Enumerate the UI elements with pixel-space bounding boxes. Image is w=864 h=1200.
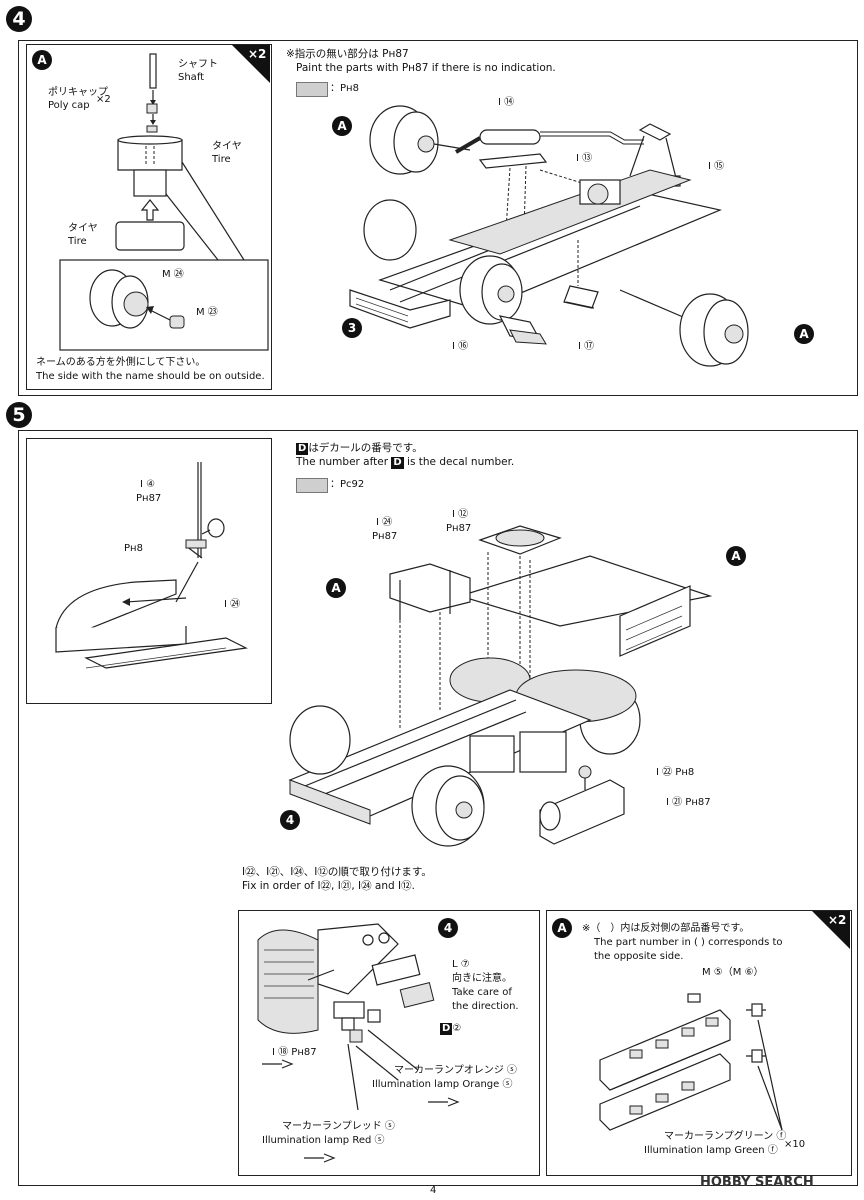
tire-lower-jp: タイヤ	[68, 223, 98, 234]
tire-note-jp: ネームのある方を外側にして下さい。	[36, 357, 206, 368]
decal-letter-box-3: D	[440, 1023, 453, 1035]
ref-a-left-5: A	[326, 578, 346, 598]
label-i24: I ㉔	[376, 517, 393, 528]
detail-i24: I ㉔	[224, 599, 241, 610]
ref-a-right-5: A	[726, 546, 746, 566]
decal-note-en-pre: The number after	[296, 456, 389, 468]
color-swatch-pc92	[296, 478, 328, 493]
decal-note-en-post: is the decal number.	[407, 456, 515, 468]
watermark: HOBBY SEARCH	[700, 1175, 814, 1190]
ref-step-4: 4	[280, 810, 300, 830]
label-i15: I ⑮	[708, 161, 725, 172]
ref-step-3: 3	[342, 318, 362, 338]
green-lamp-jp: マーカーランプグリーン ⓕ	[664, 1131, 787, 1142]
inset-corner-tab	[232, 45, 270, 83]
direction-note-jp: 向きに注意。	[452, 973, 512, 984]
detail-i4: I ④	[140, 479, 156, 490]
label-i22: I ㉒ Pʜ8	[656, 767, 695, 778]
tire-lower-en: Tire	[68, 236, 87, 247]
part-m23-label: M ㉓	[196, 307, 218, 318]
label-i16: I ⑯	[452, 341, 469, 352]
label-m5-m6: M ⑤（M ⑥）	[702, 967, 764, 978]
tire-note-en: The side with the name should be on outs…	[36, 371, 265, 382]
orange-lamp-jp: マーカーランプオレンジ ⓢ	[394, 1065, 517, 1076]
inset-multiplier: ×2	[248, 47, 267, 61]
chassis-rear-illustration	[349, 105, 749, 367]
inset-a-badge: A	[32, 50, 52, 70]
shaft-label-jp: シャフト	[178, 59, 218, 70]
inset-note-en-1: The part number in ( ) corresponds to	[594, 937, 783, 948]
inset-note-en-2: the opposite side.	[594, 951, 684, 962]
green-lamp-en: Illumination lamp Green ⓕ	[644, 1145, 778, 1156]
orange-lamp-en: Illumination lamp Orange ⓢ	[372, 1079, 513, 1090]
polycap-qty: ×2	[96, 94, 111, 105]
inset-corner-tab-5	[812, 911, 850, 949]
decal-note-jp-text: はデカールの番号です。	[308, 442, 423, 454]
label-i18: I ⑱ Pʜ87	[272, 1047, 317, 1058]
detail-paint-8: Pʜ8	[124, 543, 143, 554]
label-i21: I ㉑ Pʜ87	[666, 797, 711, 808]
green-lamp-bar-illustration	[599, 993, 783, 1131]
red-lamp-jp: マーカーランプレッド ⓢ	[282, 1121, 395, 1132]
inset-note-jp: ※（ ）内は反対側の部品番号です。	[582, 923, 750, 934]
marker-lamp-illustration	[257, 923, 460, 1163]
tire-upper-en: Tire	[212, 154, 231, 165]
tire-upper-jp: タイヤ	[212, 141, 242, 152]
label-i14: I ⑭	[498, 97, 515, 108]
green-lamp-qty: ×10	[784, 1139, 806, 1150]
direction-note-en-2: the direction.	[452, 1001, 519, 1012]
inset-a-badge-5: A	[552, 918, 572, 938]
swatch-label-pc92: ：Pc92	[330, 479, 365, 490]
ref-a-right: A	[794, 324, 814, 344]
order-note-en: Fix in order of I㉒, I㉑, I㉔ and I⑫.	[242, 880, 415, 892]
page-number: 4	[430, 1185, 437, 1196]
label-i12-paint: Pʜ87	[446, 523, 472, 534]
paint-note-jp: ※指示の無い部分は Pʜ87	[286, 48, 409, 60]
label-i12: I ⑫	[452, 509, 469, 520]
polycap-label-jp: ポリキャップ	[48, 87, 108, 98]
chassis-front-illustration	[288, 525, 713, 847]
label-i24-paint: Pʜ87	[372, 531, 398, 542]
color-swatch-ph8	[296, 82, 328, 97]
inset-multiplier-5: ×2	[828, 913, 847, 927]
order-note-jp: I㉒、I㉑、I㉔、I⑫の順で取り付けます。	[242, 866, 432, 878]
tire-assembly-illustration	[59, 53, 269, 351]
label-i13: I ⑬	[576, 153, 593, 164]
red-lamp-en: Illumination lamp Red ⓢ	[262, 1135, 385, 1146]
shaft-label-en: Shaft	[178, 72, 205, 83]
polycap-label-en: Poly cap	[48, 100, 90, 111]
ref-a-left: A	[332, 116, 352, 136]
part-m24-label: M ㉔	[162, 269, 184, 280]
lamp-ref-4: 4	[438, 918, 458, 938]
label-l7: L ⑦	[452, 959, 470, 970]
decal-letter-box-2: D	[391, 457, 404, 469]
detail-i4-paint: Pʜ87	[136, 493, 162, 504]
mirror-detail-illustration	[55, 462, 248, 669]
direction-note-en-1: Take care of	[452, 987, 512, 998]
step-4-number: 4	[6, 6, 32, 32]
swatch-label: ：Pʜ8	[330, 83, 359, 94]
decal-note-en: The number after D is the decal number.	[296, 456, 514, 469]
decal-letter-box: D	[296, 443, 309, 455]
label-i17: I ⑰	[578, 341, 595, 352]
paint-note-en: Paint the parts with Pʜ87 if there is no…	[296, 62, 556, 74]
decal-2-number: ②	[452, 1023, 462, 1034]
step-5-number: 5	[6, 402, 32, 428]
